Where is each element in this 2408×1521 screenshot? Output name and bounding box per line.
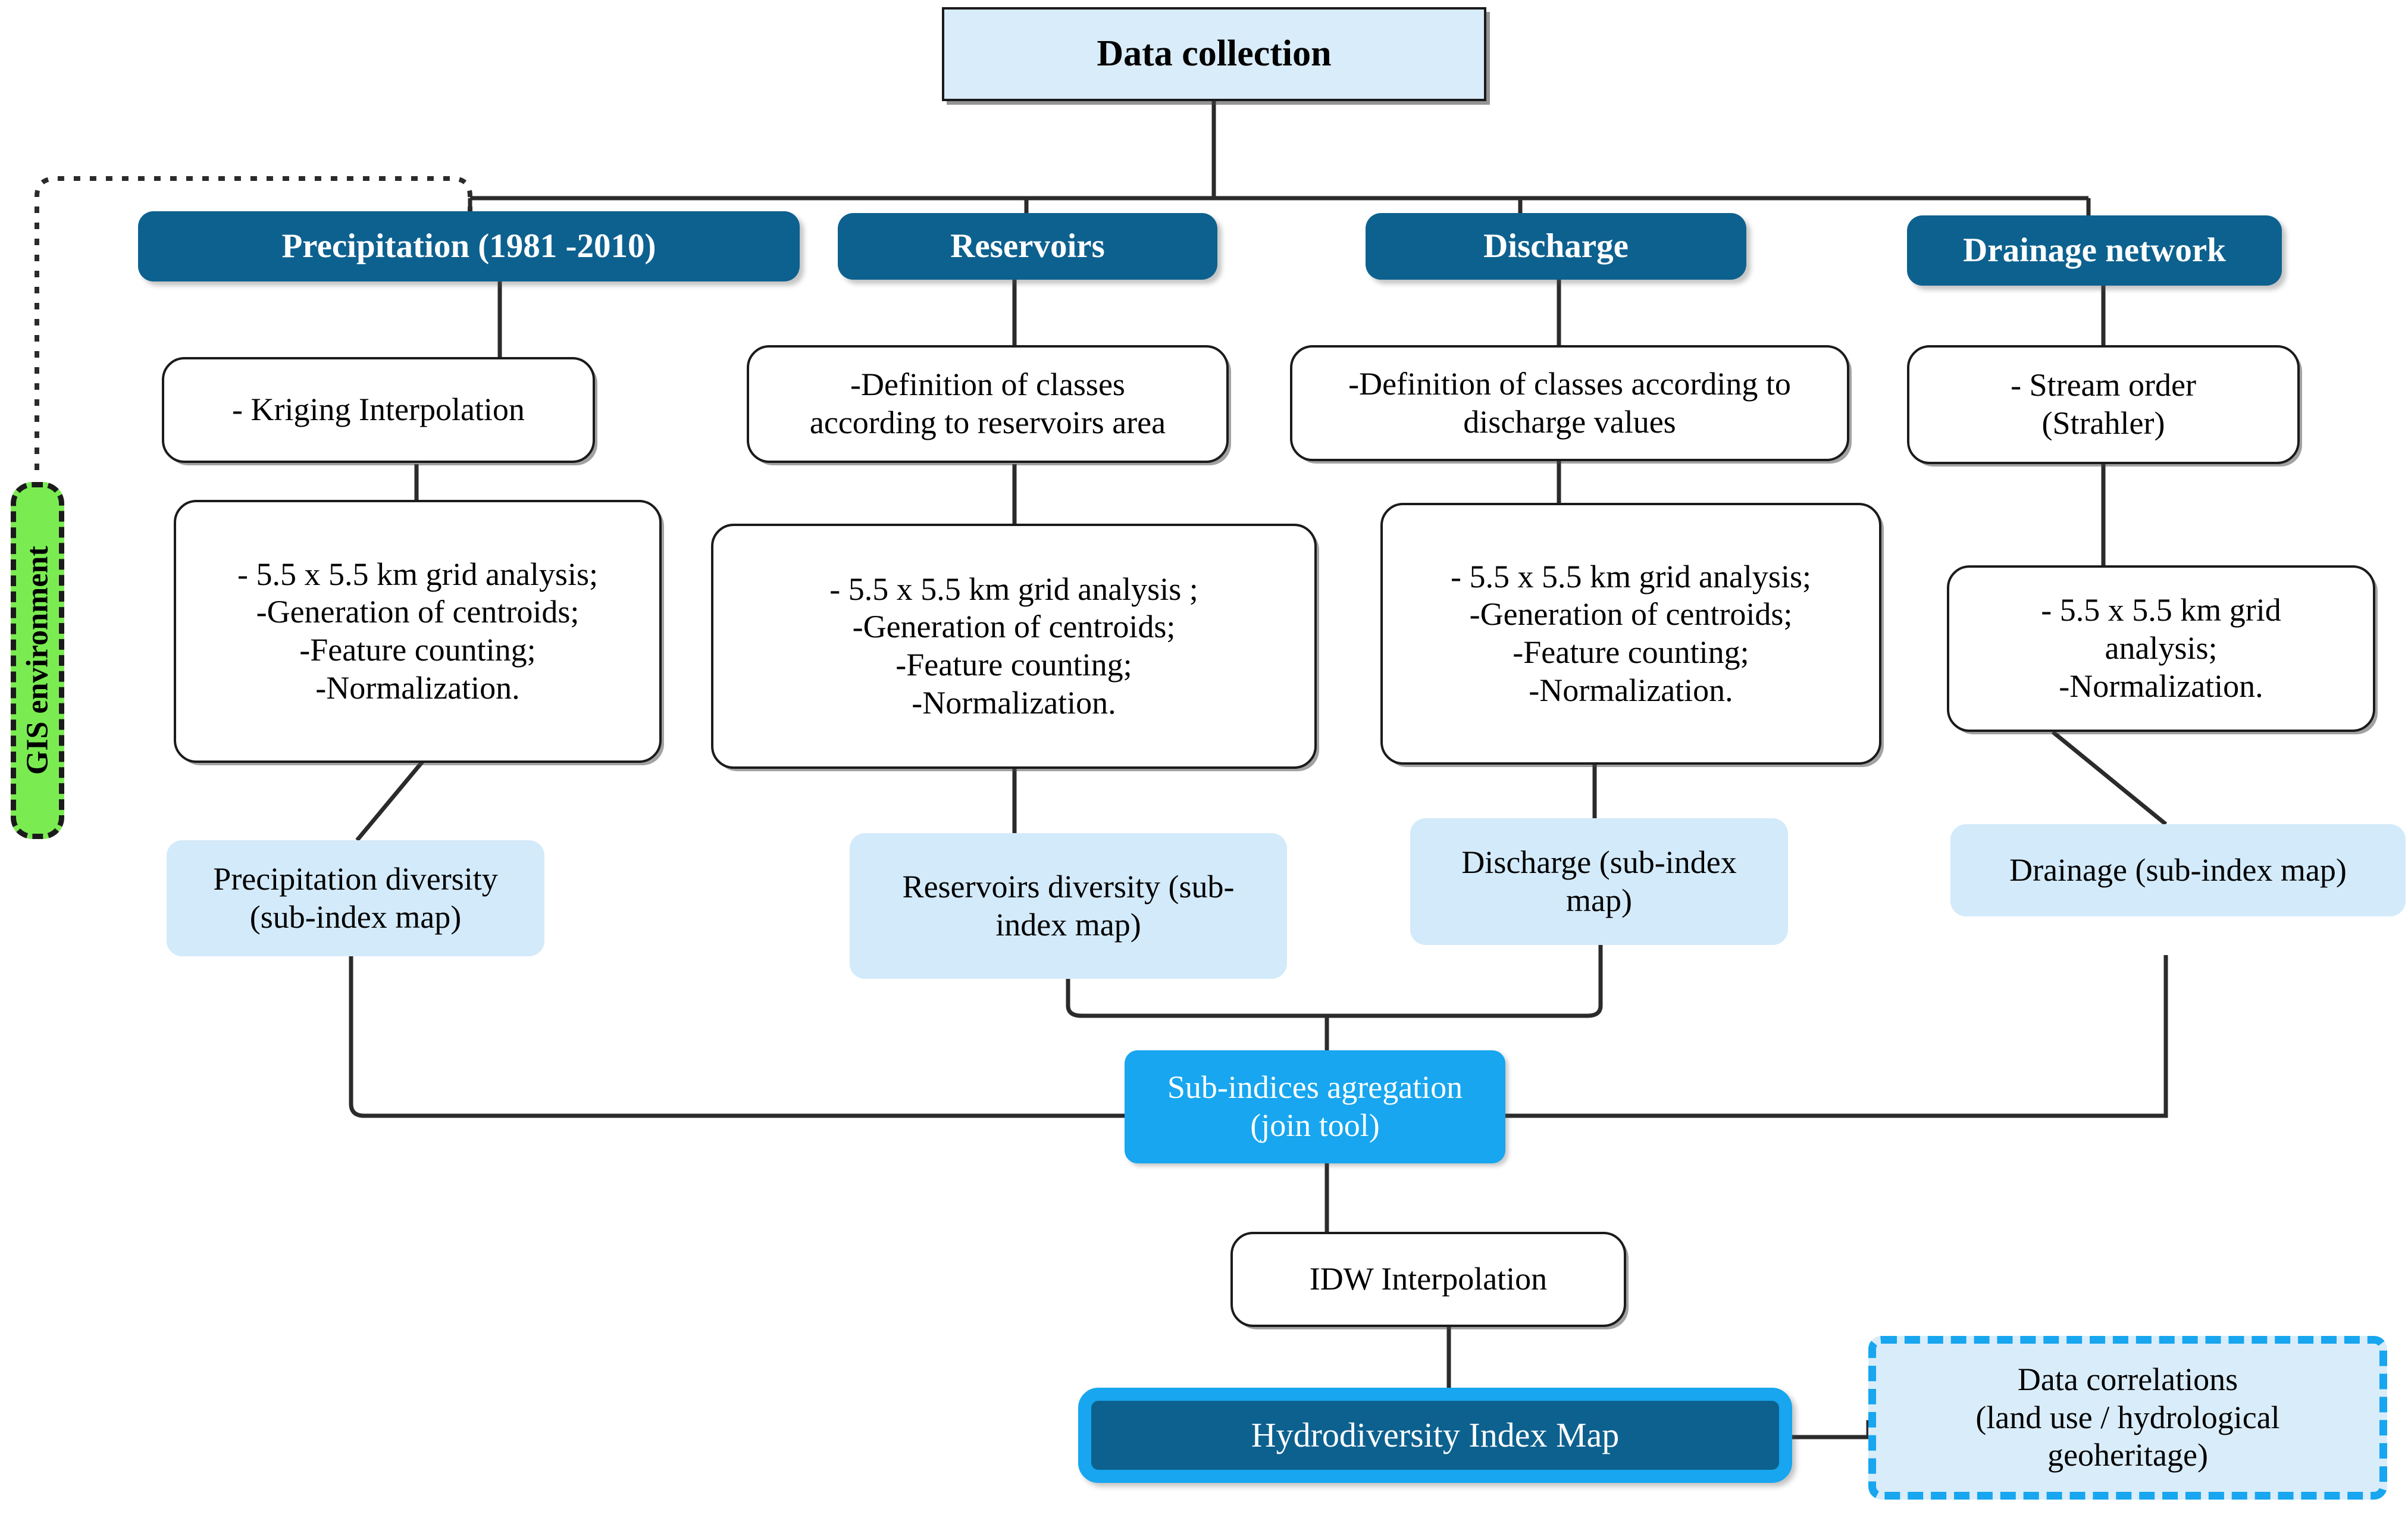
- node-subindices-aggregation[interactable]: Sub-indices agregation (join tool): [1125, 1050, 1505, 1163]
- node-category-discharge[interactable]: Discharge: [1366, 213, 1746, 280]
- node-gis-environment[interactable]: GIS environment: [11, 482, 64, 839]
- node-category-drainage-network[interactable]: Drainage network: [1907, 215, 2282, 286]
- node-category-reservoirs-label: Reservoirs: [950, 227, 1105, 265]
- node-reservoirs-subindex-map-label: Reservoirs diversity (sub- index map): [902, 868, 1235, 943]
- node-idw-interpolation-label: IDW Interpolation: [1309, 1261, 1548, 1297]
- node-reservoir-grid-analysis-label: - 5.5 x 5.5 km grid analysis ; -Generati…: [829, 571, 1198, 721]
- node-discharge-class-definition[interactable]: -Definition of classes according to disc…: [1290, 345, 1849, 461]
- node-hydrodiversity-index-map-label: Hydrodiversity Index Map: [1251, 1415, 1620, 1454]
- wire-drainagegrid-to-subindex: [2051, 730, 2168, 826]
- node-data-collection[interactable]: Data collection: [942, 7, 1486, 101]
- node-hydrodiversity-index-map[interactable]: Hydrodiversity Index Map: [1078, 1388, 1792, 1483]
- node-idw-interpolation[interactable]: IDW Interpolation: [1230, 1232, 1626, 1327]
- node-reservoir-class-definition[interactable]: -Definition of classes according to rese…: [747, 345, 1229, 463]
- node-discharge-subindex-map[interactable]: Discharge (sub-index map): [1410, 818, 1788, 945]
- node-discharge-subindex-map-label: Discharge (sub-index map): [1461, 844, 1737, 918]
- node-subindices-aggregation-label: Sub-indices agregation (join tool): [1167, 1069, 1463, 1143]
- node-category-reservoirs[interactable]: Reservoirs: [838, 213, 1217, 280]
- node-category-precipitation[interactable]: Precipitation (1981 -2010): [138, 211, 800, 281]
- node-precipitation-grid-analysis[interactable]: - 5.5 x 5.5 km grid analysis; -Generatio…: [174, 500, 662, 763]
- node-kriging-interpolation[interactable]: - Kriging Interpolation: [162, 357, 595, 463]
- node-discharge-class-definition-label: -Definition of classes according to disc…: [1348, 365, 1791, 440]
- node-category-precipitation-label: Precipitation (1981 -2010): [281, 227, 656, 265]
- node-discharge-grid-analysis[interactable]: - 5.5 x 5.5 km grid analysis; -Generatio…: [1380, 503, 1881, 765]
- node-drainage-subindex-map[interactable]: Drainage (sub-index map): [1950, 824, 2406, 916]
- node-reservoir-grid-analysis[interactable]: - 5.5 x 5.5 km grid analysis ; -Generati…: [711, 524, 1317, 769]
- node-discharge-grid-analysis-label: - 5.5 x 5.5 km grid analysis; -Generatio…: [1451, 558, 1811, 708]
- node-data-collection-label: Data collection: [1097, 33, 1332, 74]
- wire-precipsubindex-to-aggregation: [349, 955, 1128, 1118]
- node-precipitation-subindex-map[interactable]: Precipitation diversity (sub-index map): [167, 840, 544, 956]
- node-drainage-subindex-map-label: Drainage (sub-index map): [2009, 852, 2347, 888]
- node-stream-order-strahler-label: - Stream order (Strahler): [2011, 367, 2196, 441]
- node-drainage-grid-analysis[interactable]: - 5.5 x 5.5 km grid analysis; -Normaliza…: [1947, 565, 2375, 732]
- node-stream-order-strahler[interactable]: - Stream order (Strahler): [1907, 345, 2300, 464]
- node-category-discharge-label: Discharge: [1483, 227, 1629, 265]
- wire-drainagesubindex-to-aggregation: [1502, 955, 2168, 1118]
- node-precipitation-subindex-map-label: Precipitation diversity (sub-index map): [213, 860, 498, 935]
- node-precipitation-grid-analysis-label: - 5.5 x 5.5 km grid analysis; -Generatio…: [237, 556, 598, 706]
- node-data-correlations-label: Data correlations (land use / hydrologic…: [1975, 1361, 2280, 1473]
- node-reservoirs-subindex-map[interactable]: Reservoirs diversity (sub- index map): [850, 833, 1287, 979]
- node-data-correlations[interactable]: Data correlations (land use / hydrologic…: [1868, 1336, 2387, 1500]
- wire-precipgrid-to-subindex: [355, 760, 424, 842]
- node-drainage-grid-analysis-label: - 5.5 x 5.5 km grid analysis; -Normaliza…: [2041, 592, 2281, 704]
- wire-dischargesubindex-to-aggregation: [1327, 945, 1603, 1018]
- node-category-drainage-network-label: Drainage network: [1963, 231, 2226, 270]
- wire-reservoirsubindex-to-aggregation: [1066, 979, 1327, 1018]
- node-reservoir-class-definition-label: -Definition of classes according to rese…: [809, 367, 1166, 440]
- node-gis-environment-label: GIS environment: [20, 546, 55, 775]
- node-kriging-interpolation-label: - Kriging Interpolation: [232, 392, 525, 428]
